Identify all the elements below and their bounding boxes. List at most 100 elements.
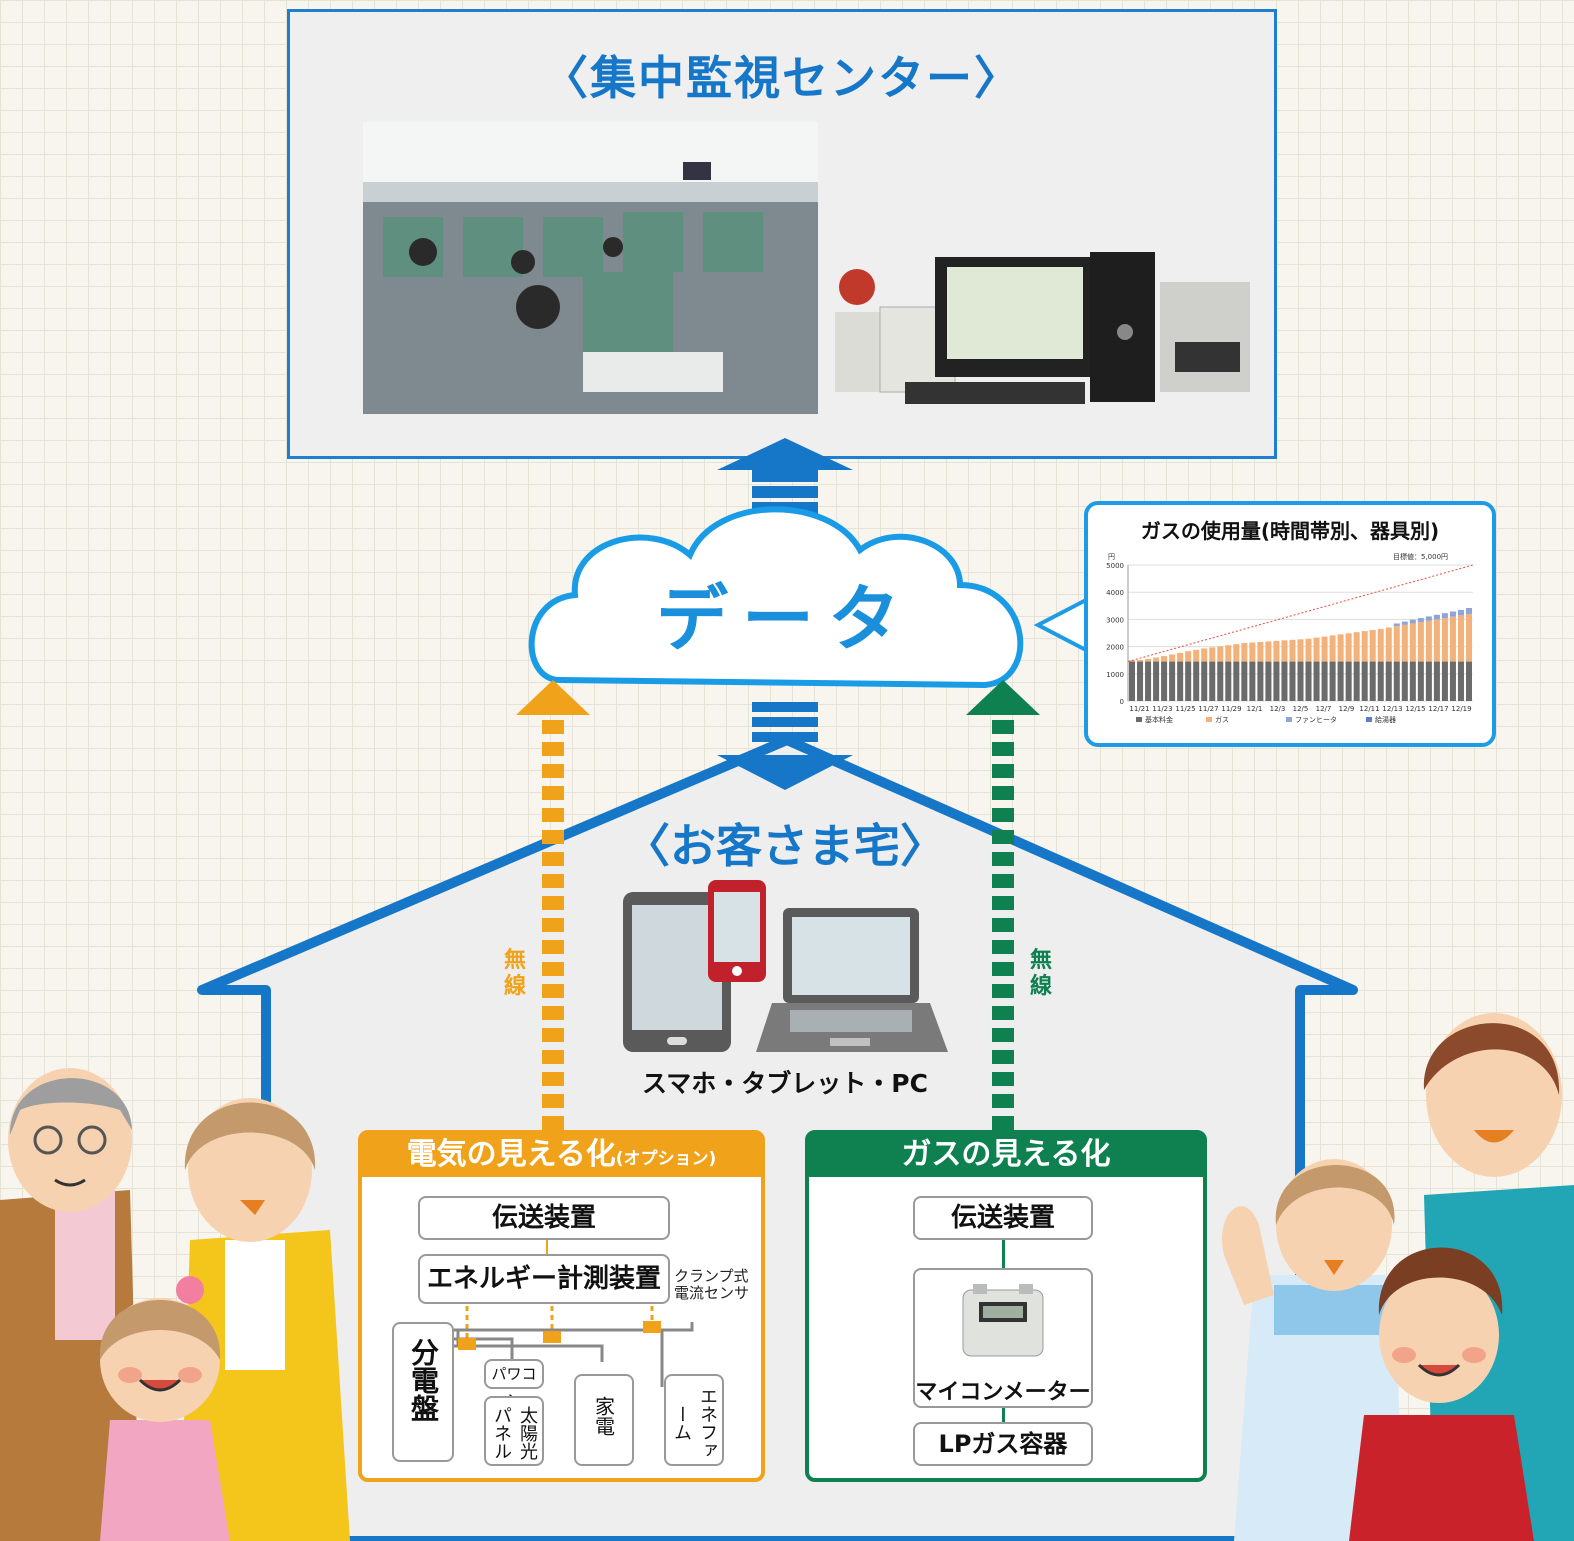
chart-bar-0 [1417,661,1424,701]
chart-x-tick: 12/15 [1405,705,1425,713]
chart-bar-0 [1441,661,1448,701]
ene-farm-label: エネファーム [671,1387,718,1459]
gas-visualization-panel: ガスの見える化 伝送装置 マイコンメーター LPガス容器 [805,1130,1207,1482]
chart-y-tick: 2000 [1106,644,1124,652]
chart-x-tick: 12/5 [1293,705,1309,713]
chart-bar-0 [1185,661,1192,701]
chart-bar-1 [1145,658,1152,662]
chart-bar-1 [1217,646,1224,662]
chart-bar-1 [1241,643,1248,662]
chart-bar-1 [1153,657,1160,662]
chart-bar-1 [1257,641,1264,662]
chart-bar-0 [1249,661,1256,701]
chart-bar-0 [1457,661,1464,701]
chart-y-tick: 1000 [1106,671,1124,679]
chart-bar-1 [1433,619,1440,662]
grandparents-child-illustration [0,1068,350,1541]
chart-y-tick: 3000 [1106,616,1124,624]
chart-bar-0 [1337,661,1344,701]
chart-x-tick: 11/25 [1175,705,1195,713]
ene-farm: エネファーム [664,1374,724,1466]
chart-bar-0 [1233,661,1240,701]
chart-bar-1 [1209,647,1216,662]
chart-bar-0 [1129,661,1136,701]
chart-callout-pointer [1033,596,1088,654]
chart-bar-1 [1305,638,1312,662]
chart-legend-label: ガス [1215,715,1229,724]
chart-legend-label: 給湯器 [1375,715,1396,724]
distribution-board: 分電盤 [392,1322,454,1462]
chart-bar-1 [1137,659,1144,662]
chart-x-tick: 12/7 [1316,705,1332,713]
chart-legend-swatch [1136,717,1142,722]
chart-bar-0 [1409,661,1416,701]
chart-bar-1 [1281,640,1288,662]
chart-bar-0 [1329,661,1336,701]
monitoring-equipment-photo [835,252,1250,412]
electric-panel-header: 電気の見える化(オプション) [361,1133,762,1177]
chart-bar-0 [1257,661,1264,701]
chart-bar-1 [1417,622,1424,662]
chart-bar-1 [1449,616,1456,662]
chart-bar-2 [1449,611,1456,617]
chart-bar-2 [1417,618,1424,623]
chart-bar-0 [1273,661,1280,701]
chart-y-unit: 円 [1108,553,1115,561]
chart-bar-1 [1193,649,1200,662]
electric-wireless-arrow [516,680,590,1130]
microcomputer-meter: マイコンメーター [913,1268,1093,1408]
clamp-sensor-line2: 電流センサ [674,1284,750,1302]
chart-bar-1 [1249,642,1256,662]
chart-legend-label: 基本料金 [1145,715,1173,724]
data-cloud [528,506,1024,689]
gas-connector-line [1002,1240,1005,1270]
chart-x-tick: 11/21 [1129,705,1149,713]
chart-bar-0 [1193,661,1200,701]
solar-panel-label: 太陽光パネル [491,1406,538,1460]
chart-bar-1 [1185,651,1192,662]
chart-bar-1 [1161,656,1168,662]
chart-bar-0 [1225,661,1232,701]
chart-bar-0 [1281,661,1288,701]
chart-bar-0 [1321,661,1328,701]
electric-panel-title: 電気の見える化 [406,1137,616,1172]
tablet-icon [623,892,731,1052]
electric-transmitter: 伝送装置 [418,1196,670,1240]
chart-legend-swatch [1206,717,1212,722]
cloud-label: データ [655,577,914,661]
wireless-label-electric: 無線 [503,948,526,999]
chart-bar-1 [1337,634,1344,662]
smartphone-icon [708,880,766,982]
chart-bar-2 [1409,619,1416,624]
chart-bar-0 [1313,661,1320,701]
chart-bar-0 [1369,661,1376,701]
chart-bar-1 [1177,652,1184,662]
chart-bar-1 [1369,630,1376,662]
chart-bar-1 [1345,633,1352,662]
electric-wiring [428,1306,694,1387]
chart-x-tick: 12/19 [1451,705,1471,713]
solar-panel: 太陽光パネル [484,1396,544,1466]
chart-target-label: 目標値：5,000円 [1393,552,1448,561]
chart-bar-0 [1177,661,1184,701]
chart-x-tick: 11/27 [1198,705,1218,713]
gas-wireless-arrow [966,680,1040,1130]
chart-title: ガスの使用量(時間帯別、器具別) [1140,519,1440,543]
office-photo [363,122,818,414]
chart-x-tick: 11/29 [1221,705,1241,713]
chart-bar-1 [1313,637,1320,662]
chart-bar-1 [1377,628,1384,662]
chart-x-tick: 12/3 [1270,705,1286,713]
electric-visualization-panel: 電気の見える化(オプション) 伝送装置 エネルギー計測装置 クランプ式 電流セン… [358,1130,765,1482]
chart-bar-0 [1393,661,1400,701]
chart-bar-1 [1409,623,1416,662]
chart-bar-1 [1265,641,1272,662]
chart-bar-1 [1273,640,1280,662]
devices-label: スマホ・タブレット・PC [642,1069,928,1098]
gas-meter-icon [962,1284,1044,1357]
chart-x-tick: 11/23 [1152,705,1172,713]
energy-meter: エネルギー計測装置 [418,1254,670,1304]
chart-bar-0 [1345,661,1352,701]
customer-home-title: 〈お客さま宅〉 [624,819,946,873]
